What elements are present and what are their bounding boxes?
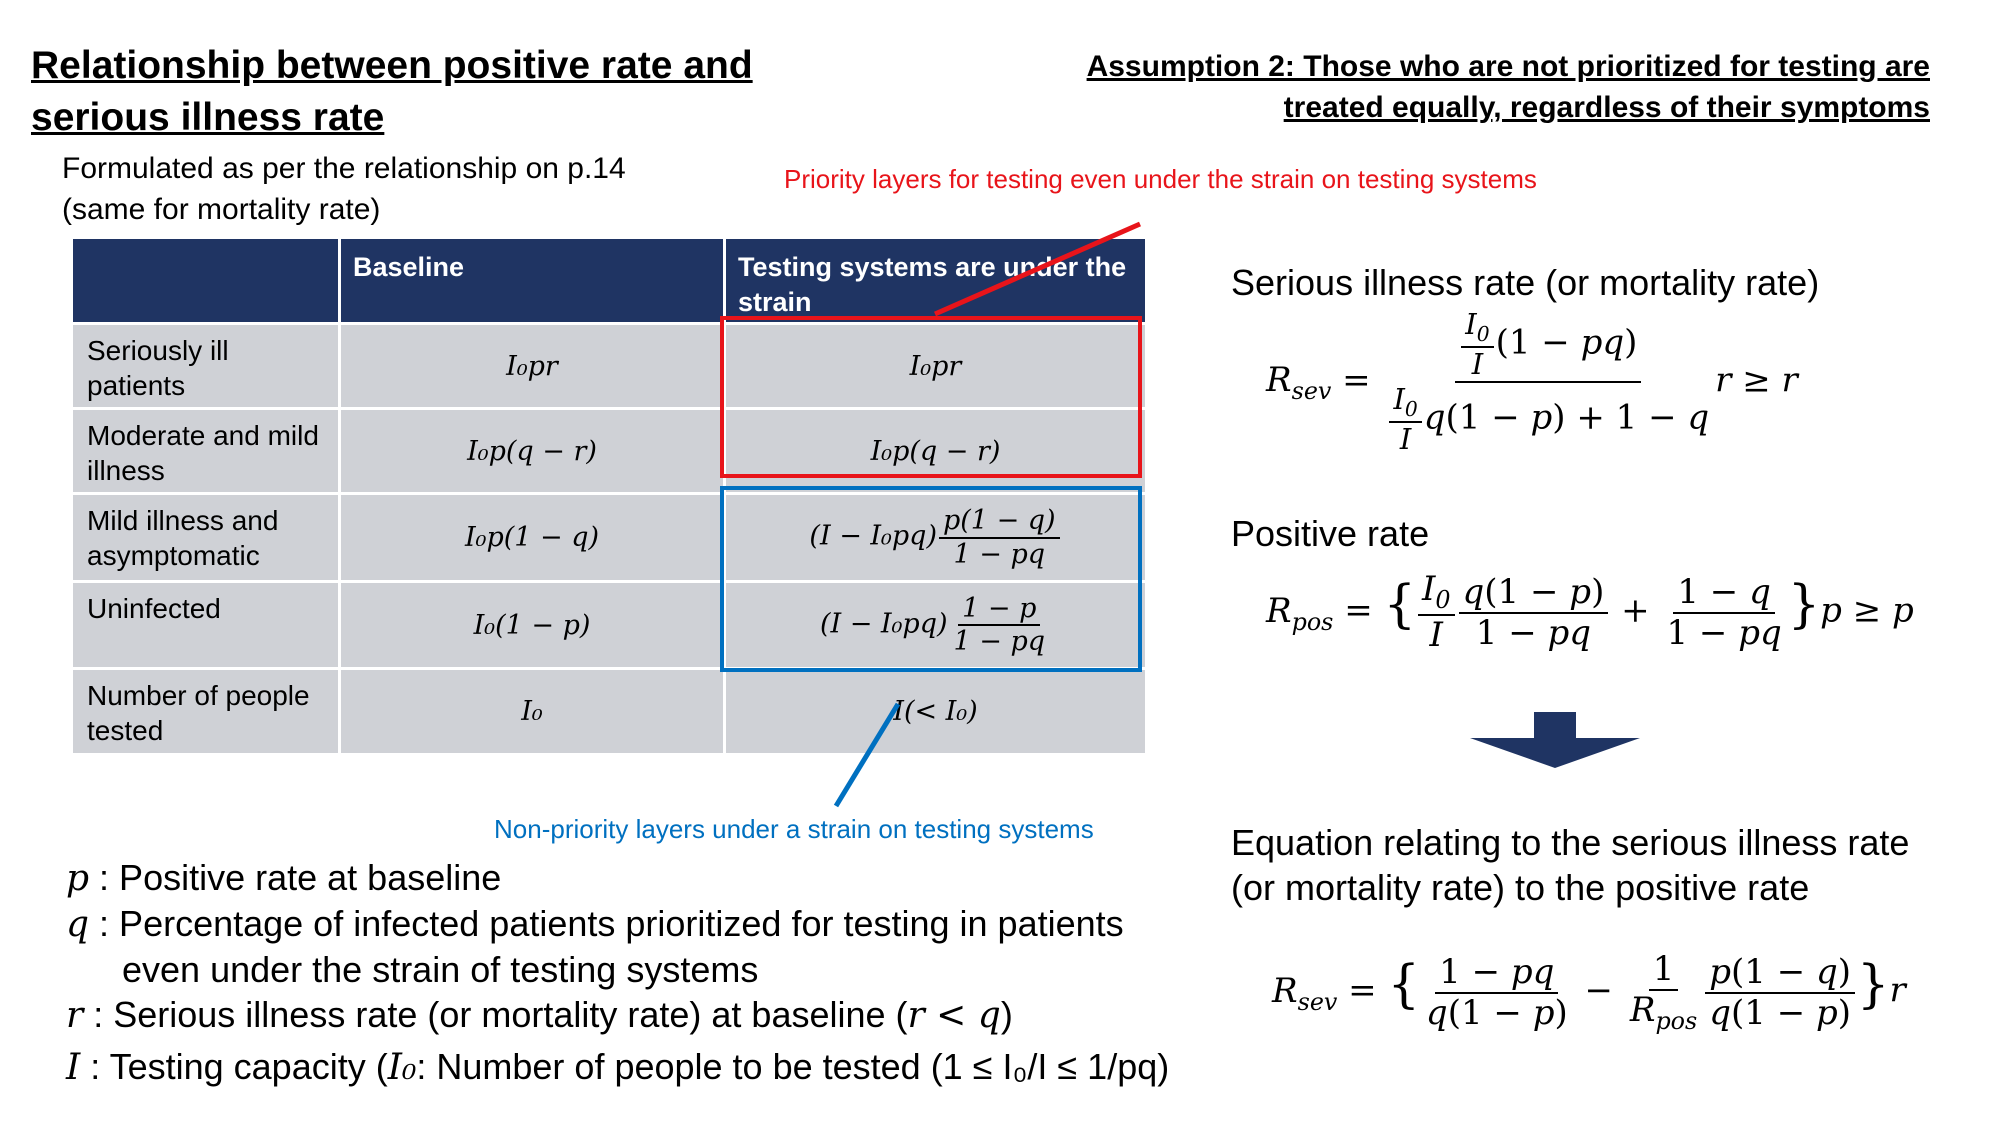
row-label: Moderate and mild illness [70,407,341,495]
non-priority-highlight-box [720,486,1142,672]
definition-q-continued: even under the strain of testing systems [66,947,1169,992]
positive-rate-heading: Positive rate [1231,513,1430,554]
baseline-cell: I₀p(q − r) [338,407,726,495]
assumption-line1: Assumption 2: Those who are not prioriti… [1086,50,1930,83]
priority-layers-label: Priority layers for testing even under t… [784,164,1537,194]
relating-heading-line2: (or mortality rate) to the positive rate [1231,867,1810,908]
main-title-line1: Relationship between positive rate and [31,44,753,87]
table-row: Seriously ill patients I₀pr I₀pr [70,322,1148,410]
definition-symbol: I [66,1047,81,1088]
table-row: Mild illness and asymptomatic I₀p(1 − q)… [70,492,1148,583]
strain-cell: I₀pr [723,322,1148,410]
strain-cell: I₀p(q − r) [723,407,1148,495]
baseline-cell: I₀(1 − p) [338,580,726,670]
row-label: Uninfected [70,580,341,670]
strain-prefix: (I − I₀pq) [819,608,948,640]
row-label: Mild illness and asymptomatic [70,492,341,583]
header-baseline: Baseline [338,236,726,325]
definition-I: I : Testing capacity (I₀: Number of peop… [66,1044,1169,1090]
main-title-line2: serious illness rate [31,96,385,139]
assumption-line2: treated equally, regardless of their sym… [1283,91,1930,124]
strain-cell: (I − I₀pq)p(1 − q)1 − pq [723,492,1148,583]
relating-equation-heading: Equation relating to the serious illness… [1231,820,1909,910]
relating-heading-line1: Equation relating to the serious illness… [1231,822,1910,863]
down-arrow-icon [1470,712,1640,768]
subtitle-line2: (same for mortality rate) [62,193,381,226]
main-title: Relationship between positive rate and s… [31,40,753,144]
serious-illness-heading: Serious illness rate (or mortality rate) [1231,262,1820,303]
definition-tail: : Number of people to be tested (1 ≤ I₀/… [416,1046,1170,1087]
definition-inline-math: I₀ [387,1047,417,1088]
strain-denominator: 1 − pq [953,538,1046,570]
definition-text: : Serious illness rate (or mortality rat… [83,994,908,1035]
definition-symbol: r [66,995,84,1036]
definition-text: : Percentage of infected patients priori… [89,903,1124,944]
baseline-cell: I₀p(1 − q) [338,492,726,583]
definition-symbol: p [66,858,90,899]
table-header-row: Baseline Testing systems are under the s… [70,236,1148,325]
baseline-cell: I₀pr [338,322,726,410]
strain-cell: I(< I₀) [723,667,1148,756]
strain-numerator: 1 − p [958,593,1041,626]
definition-inline-math: r < q [907,995,1001,1036]
table-row: Number of people tested I₀ I(< I₀) [70,667,1148,756]
definition-text: : Positive rate at baseline [89,857,502,898]
definition-text: : Testing capacity ( [80,1046,388,1087]
row-label: Seriously ill patients [70,322,341,410]
strain-fraction: p(1 − q)1 − pq [938,505,1060,570]
definition-text: even under the strain of testing systems [122,949,759,990]
header-category [70,236,341,325]
non-priority-layers-label: Non-priority layers under a strain on te… [494,814,1094,844]
assumption-title: Assumption 2: Those who are not prioriti… [830,46,1930,128]
testing-layers-table: Baseline Testing systems are under the s… [70,236,1148,756]
definition-p: p : Positive rate at baseline [66,855,1169,901]
subtitle-line1: Formulated as per the relationship on p.… [62,152,626,185]
priority-callout-line [933,221,1142,317]
baseline-cell: I₀ [338,667,726,756]
variable-definitions: p : Positive rate at baseline q : Percen… [66,855,1169,1090]
strain-numerator: p(1 − q) [938,505,1060,539]
strain-denominator: 1 − pq [953,626,1046,657]
subtitle: Formulated as per the relationship on p.… [62,148,626,230]
definition-r: r : Serious illness rate (or mortality r… [66,992,1169,1038]
row-label: Number of people tested [70,667,341,756]
definition-q: q : Percentage of infected patients prio… [66,901,1169,947]
table-row: Moderate and mild illness I₀p(q − r) I₀p… [70,407,1148,495]
strain-prefix: (I − I₀pq) [809,521,937,552]
definition-tail: ) [1000,994,1013,1035]
non-priority-callout-line [833,702,901,808]
definition-symbol: q [66,904,90,945]
priority-highlight-box [720,316,1142,478]
